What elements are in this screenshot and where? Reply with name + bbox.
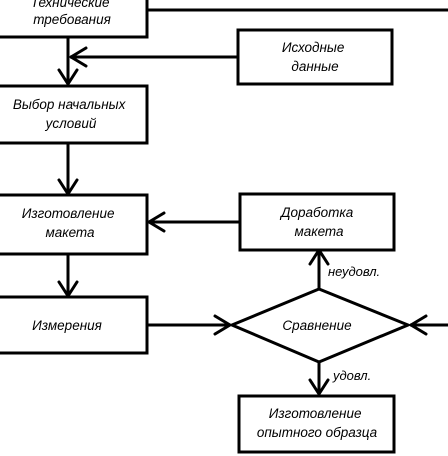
node-initial-conditions-line-1: Выбор начальных bbox=[13, 97, 127, 112]
arrow-head-initial-data bbox=[69, 46, 88, 68]
svg-text:Выбор начальных условий: Выбор начальных условий bbox=[13, 97, 129, 131]
node-make-model: Изготовление макета bbox=[0, 193, 149, 256]
node-prototype-line-1: Изготовление bbox=[269, 406, 362, 421]
node-initial-data-line-1: Исходные bbox=[282, 40, 345, 55]
node-prototype-line-2: опытного образца bbox=[257, 425, 378, 440]
svg-text:Доработка макета: Доработка макета bbox=[279, 205, 357, 239]
node-comparison-line-1: Сравнение bbox=[282, 318, 351, 333]
edge-label-unsatisfactory: неудовл. bbox=[328, 264, 380, 279]
node-measurement: Измерения bbox=[0, 295, 149, 355]
node-measurement-line-1: Измерения bbox=[32, 318, 102, 333]
node-tech-requirements: Технические требования bbox=[0, 0, 149, 39]
arrow-head-refine-to-model bbox=[147, 211, 166, 233]
edge-label-satisfactory: удовл. bbox=[332, 368, 371, 383]
node-tech-requirements-line-1: Технические bbox=[31, 0, 110, 10]
svg-text:Изготовление макета: Изготовление макета bbox=[22, 206, 118, 240]
node-refine-model: Доработка макета bbox=[238, 192, 396, 252]
svg-text:Изготовление опытного об: Изготовление опытного образца bbox=[257, 406, 378, 440]
svg-text:Исходные данные: Исходные данные bbox=[282, 40, 348, 74]
arrow-head-tech-to-conditions bbox=[57, 68, 79, 86]
node-initial-data-line-2: данные bbox=[291, 59, 338, 74]
node-tech-requirements-line-2: требования bbox=[33, 12, 111, 27]
node-initial-conditions-line-2: условий bbox=[45, 116, 97, 131]
arrow-head-comparison-to-prototype bbox=[308, 378, 330, 396]
node-comparison: Сравнение bbox=[228, 287, 412, 364]
node-initial-conditions: Выбор начальных условий bbox=[0, 84, 149, 145]
node-initial-data: Исходные данные bbox=[236, 28, 394, 86]
node-refine-model-line-2: макета bbox=[294, 224, 344, 239]
node-make-model-line-2: макета bbox=[45, 225, 95, 240]
node-refine-model-line-1: Доработка bbox=[279, 205, 354, 220]
node-prototype: Изготовление опытного образца bbox=[237, 394, 396, 454]
node-make-model-line-1: Изготовление bbox=[22, 206, 115, 221]
svg-text:Технические требования: Технические требования bbox=[31, 0, 114, 27]
